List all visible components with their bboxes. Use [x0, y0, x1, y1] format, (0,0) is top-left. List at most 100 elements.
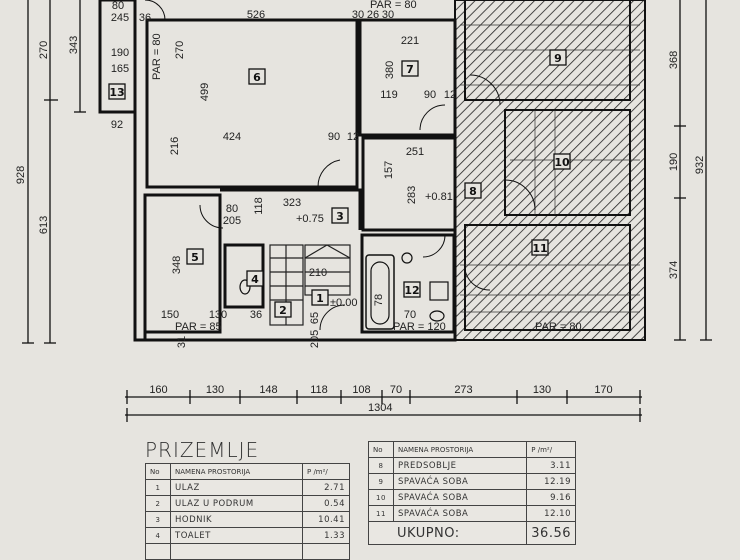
dimension-segment: 130: [206, 384, 224, 396]
cell-area: 10.41: [302, 511, 350, 528]
dimension-segment: 70: [390, 384, 402, 396]
cell-name: ULAZ: [170, 479, 303, 496]
cell-name: TOALET: [170, 527, 303, 544]
dimension-label: 30: [352, 9, 364, 21]
room-number-box: [464, 182, 482, 199]
dimension-segment: 160: [149, 384, 167, 396]
dimension-label: 157: [383, 161, 395, 179]
cell-area: 3.11: [526, 457, 576, 474]
dimension-label: 80: [226, 203, 238, 215]
dimension-label: 245: [111, 12, 129, 24]
room-7-outline: [358, 18, 457, 137]
stairs: [269, 244, 351, 326]
room-number-7: 7: [406, 63, 414, 76]
room-6-outline: [145, 18, 359, 189]
room-number-box: [311, 289, 329, 306]
col-header: No: [368, 441, 394, 458]
washer-icon: [429, 281, 449, 301]
sink-icon: [401, 252, 413, 264]
room-number-13: 13: [109, 86, 124, 99]
toilet-icon: [239, 279, 251, 295]
room-number-box: [403, 281, 421, 298]
door-swings: [144, 0, 536, 331]
cell-area: 1.33: [302, 527, 350, 544]
dimension-left-total: 928: [15, 166, 27, 184]
dimension-label: 80: [112, 0, 124, 12]
room-number-9: 9: [554, 52, 562, 65]
col-header: NAMENA PROSTORIJA: [392, 441, 528, 458]
room-number-box: [186, 248, 204, 265]
cell-no: 9: [368, 473, 394, 490]
dimension-label: 26: [367, 9, 379, 21]
dimension-label: 205: [309, 330, 321, 348]
cell-no: 2: [145, 495, 171, 512]
total-label: UKUPNO:: [367, 521, 528, 545]
dimension-left-lower: 613: [38, 216, 50, 234]
dimension-label: 130: [209, 309, 227, 321]
cell-name: SPAVAĆA SOBA: [392, 489, 528, 506]
col-header: P /m²/: [526, 441, 576, 458]
dimension-label: 165: [111, 63, 129, 75]
dimension-label: 499: [199, 83, 211, 101]
room-number-10: 10: [554, 156, 570, 169]
room-number-box: [108, 83, 126, 100]
dimension-label: 90: [424, 89, 436, 101]
level-mark: +0.81: [425, 191, 453, 203]
dimension-segment: 118: [310, 384, 328, 396]
dimension-label: 92: [111, 119, 123, 131]
dimension-label: 424: [223, 131, 241, 143]
dimension-label: 119: [380, 89, 398, 101]
room-number-2: 2: [279, 304, 287, 317]
dimension-label: 210: [309, 267, 327, 279]
dimension-segment: 273: [454, 384, 472, 396]
cell-area: 0.54: [302, 495, 350, 512]
dimension-segment: 170: [594, 384, 612, 396]
total-row: UKUPNO:36.56: [367, 521, 576, 545]
room-number-box: [531, 239, 549, 256]
dimension-label: 70: [404, 309, 416, 321]
dimension-label: 36: [250, 309, 262, 321]
cell-name: SPAVAĆA SOBA: [392, 473, 528, 490]
dimension-label: 380: [384, 61, 396, 79]
room-10-outline: [504, 109, 631, 216]
dimension-label: 78: [373, 294, 385, 306]
cell-no: 10: [368, 489, 394, 506]
dimension-right-mid: 190: [668, 153, 680, 171]
dimension-right-total: 932: [694, 156, 706, 174]
bathtub-icon: [365, 254, 395, 330]
level-mark: ±0.00: [330, 297, 357, 309]
annotation: PAR = 120: [393, 321, 446, 333]
cell-area: 12.10: [526, 505, 576, 522]
dimension-label: 283: [406, 186, 418, 204]
dimension-label: 216: [169, 137, 181, 155]
dimension-label: 31: [176, 336, 188, 348]
dimension-segment: 108: [352, 384, 370, 396]
room-number-box: [553, 153, 571, 170]
room-number-box: [401, 60, 419, 77]
dimension-label: 36: [139, 12, 151, 24]
room-number-4: 4: [251, 273, 259, 286]
dimension-label: 205: [223, 215, 241, 227]
annotation: PAR = 80: [535, 321, 582, 333]
cell-no: 8: [368, 457, 394, 474]
dimension-label: 221: [401, 35, 419, 47]
room-number-box: [246, 270, 264, 287]
room-11-outline: [464, 224, 631, 331]
room-number-12: 12: [404, 284, 419, 297]
annotation: PAR = 85: [175, 321, 222, 333]
dimension-segment: 130: [533, 384, 551, 396]
room-8-outline: [361, 136, 457, 232]
dimension-label: 150: [161, 309, 179, 321]
annotation: PAR = 80: [151, 33, 163, 80]
room-number-box: [248, 68, 266, 85]
dimension-right-top: 368: [668, 51, 680, 69]
